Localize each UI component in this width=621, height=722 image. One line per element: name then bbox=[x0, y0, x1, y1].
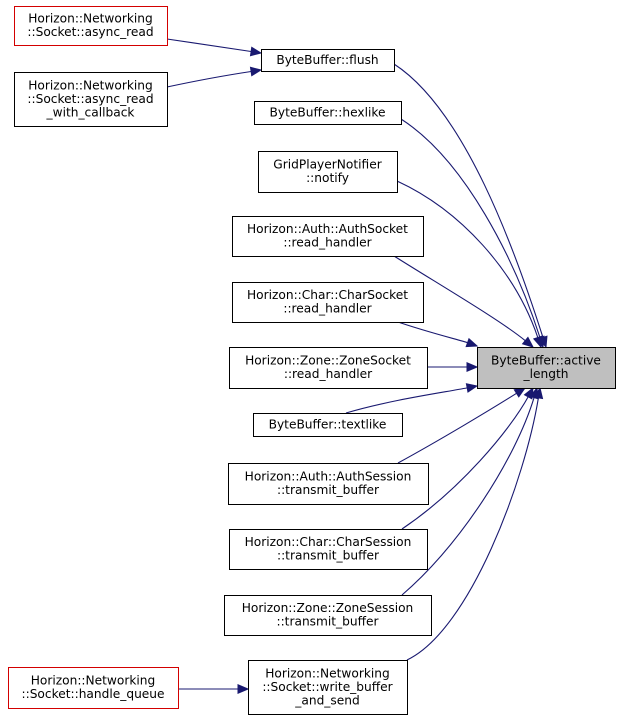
node-label-auth_read-line-1: ::read_handler bbox=[283, 236, 372, 250]
edge-write_send-to-target bbox=[406, 397, 539, 661]
node-label-char_tx-line-1: ::transmit_buffer bbox=[277, 549, 380, 563]
node-async_read_cb[interactable]: Horizon::Networking::Socket::async_read_… bbox=[14, 72, 168, 127]
node-label-zone_read-line-1: ::read_handler bbox=[284, 367, 373, 381]
node-async_read[interactable]: Horizon::Networking::Socket::async_read bbox=[14, 6, 168, 46]
edge-char_tx-to-target bbox=[401, 396, 529, 530]
node-box-write_send[interactable] bbox=[248, 660, 408, 715]
node-box-auth_tx[interactable] bbox=[228, 463, 429, 505]
edge-async_read_cb-to-flush bbox=[166, 70, 252, 88]
node-label-char_tx-line-0: Horizon::Char::CharSession bbox=[245, 535, 412, 549]
arrowhead-async_read-to-flush bbox=[249, 46, 263, 57]
node-char_tx[interactable]: Horizon::Char::CharSession::transmit_buf… bbox=[229, 529, 428, 570]
node-char_read[interactable]: Horizon::Char::CharSocket::read_handler bbox=[232, 282, 424, 323]
arrowhead-textlike-to-target bbox=[465, 383, 479, 393]
arrowhead-auth_read-to-target bbox=[521, 336, 534, 348]
node-label-zone_tx-line-0: Horizon::Zone::ZoneSession bbox=[242, 601, 414, 615]
node-box-char_read[interactable] bbox=[232, 282, 424, 323]
node-write_send[interactable]: Horizon::Networking::Socket::write_buffe… bbox=[248, 660, 408, 715]
arrowhead-handle_queue-to-write_send bbox=[237, 684, 250, 694]
node-label-hexlike-line-0: ByteBuffer::hexlike bbox=[270, 105, 386, 119]
node-label-auth_read-line-0: Horizon::Auth::AuthSocket bbox=[247, 222, 408, 236]
node-label-handle_queue-line-0: Horizon::Networking bbox=[31, 674, 156, 688]
node-hexlike[interactable]: ByteBuffer::hexlike bbox=[254, 101, 402, 125]
node-label-zone_read-line-0: Horizon::Zone::ZoneSocket bbox=[245, 354, 411, 368]
node-label-write_send-line-2: _and_send bbox=[294, 693, 359, 707]
edge-zone_tx-to-target bbox=[401, 397, 535, 596]
node-auth_read[interactable]: Horizon::Auth::AuthSocket::read_handler bbox=[232, 216, 424, 257]
node-box-textlike[interactable] bbox=[253, 413, 403, 437]
edge-auth_tx-to-target bbox=[397, 392, 517, 464]
node-box-zone_tx[interactable] bbox=[224, 595, 432, 636]
node-label-async_read_cb-line-2: _with_callback bbox=[46, 105, 136, 119]
node-label-write_send-line-1: ::Socket::write_buffer bbox=[262, 680, 393, 694]
edge-auth_read-to-target bbox=[393, 255, 526, 342]
edge-char_read-to-target bbox=[394, 320, 468, 344]
node-label-target-line-0: ByteBuffer::active bbox=[491, 354, 601, 368]
nodes: ByteBuffer::active_length ByteBuffer::flu… bbox=[8, 6, 616, 715]
node-box-async_read[interactable] bbox=[14, 6, 168, 46]
edges bbox=[166, 38, 548, 694]
edge-hexlike-to-target bbox=[400, 118, 541, 338]
edge-async_read-to-flush bbox=[166, 38, 252, 53]
node-box-auth_read[interactable] bbox=[232, 216, 424, 257]
node-box-zone_read[interactable] bbox=[229, 347, 428, 389]
node-target[interactable]: ByteBuffer::active_length bbox=[477, 347, 616, 389]
node-label-notify-line-0: GridPlayerNotifier bbox=[273, 158, 382, 172]
node-label-flush-line-0: ByteBuffer::flush bbox=[276, 53, 378, 67]
node-label-handle_queue-line-1: ::Socket::handle_queue bbox=[21, 687, 164, 701]
node-box-target[interactable] bbox=[477, 347, 616, 389]
node-label-textlike-line-0: ByteBuffer::textlike bbox=[269, 417, 387, 431]
node-zone_tx[interactable]: Horizon::Zone::ZoneSession::transmit_buf… bbox=[224, 595, 432, 636]
node-label-async_read-line-1: ::Socket::async_read bbox=[27, 25, 153, 39]
arrowhead-char_read-to-target bbox=[465, 337, 479, 348]
node-label-char_read-line-1: ::read_handler bbox=[283, 302, 372, 316]
arrowhead-async_read_cb-to-flush bbox=[249, 66, 263, 77]
node-label-notify-line-1: ::notify bbox=[306, 171, 349, 185]
arrowhead-auth_tx-to-target bbox=[513, 387, 527, 398]
node-box-flush[interactable] bbox=[261, 49, 395, 72]
node-handle_queue[interactable]: Horizon::Networking::Socket::handle_queu… bbox=[8, 667, 179, 709]
node-box-notify[interactable] bbox=[258, 151, 398, 193]
node-label-zone_tx-line-1: ::transmit_buffer bbox=[276, 615, 379, 629]
node-zone_read[interactable]: Horizon::Zone::ZoneSocket::read_handler bbox=[229, 347, 428, 389]
node-box-handle_queue[interactable] bbox=[8, 667, 179, 709]
node-box-async_read_cb[interactable] bbox=[14, 72, 168, 127]
node-textlike[interactable]: ByteBuffer::textlike bbox=[253, 413, 403, 437]
node-label-char_read-line-0: Horizon::Char::CharSocket bbox=[247, 288, 408, 302]
node-label-async_read_cb-line-1: ::Socket::async_read bbox=[27, 92, 153, 106]
edge-flush-to-target bbox=[393, 63, 544, 338]
arrowhead-zone_read-to-target bbox=[466, 362, 479, 372]
node-label-async_read-line-0: Horizon::Networking bbox=[28, 12, 153, 26]
arrowhead-write_send-to-target bbox=[533, 386, 544, 400]
node-label-async_read_cb-line-0: Horizon::Networking bbox=[28, 78, 153, 92]
edge-textlike-to-target bbox=[345, 387, 468, 414]
node-notify[interactable]: GridPlayerNotifier::notify bbox=[258, 151, 398, 193]
node-label-auth_tx-line-0: Horizon::Auth::AuthSession bbox=[245, 470, 412, 484]
node-label-target-line-1: _length bbox=[523, 367, 569, 381]
node-box-char_tx[interactable] bbox=[229, 529, 428, 570]
arrowhead-notify-to-target bbox=[532, 335, 543, 349]
node-box-hexlike[interactable] bbox=[254, 101, 402, 125]
node-flush[interactable]: ByteBuffer::flush bbox=[261, 49, 395, 72]
node-auth_tx[interactable]: Horizon::Auth::AuthSession::transmit_buf… bbox=[228, 463, 429, 505]
edge-notify-to-target bbox=[396, 180, 539, 338]
node-label-write_send-line-0: Horizon::Networking bbox=[265, 666, 390, 680]
node-label-auth_tx-line-1: ::transmit_buffer bbox=[277, 483, 380, 497]
